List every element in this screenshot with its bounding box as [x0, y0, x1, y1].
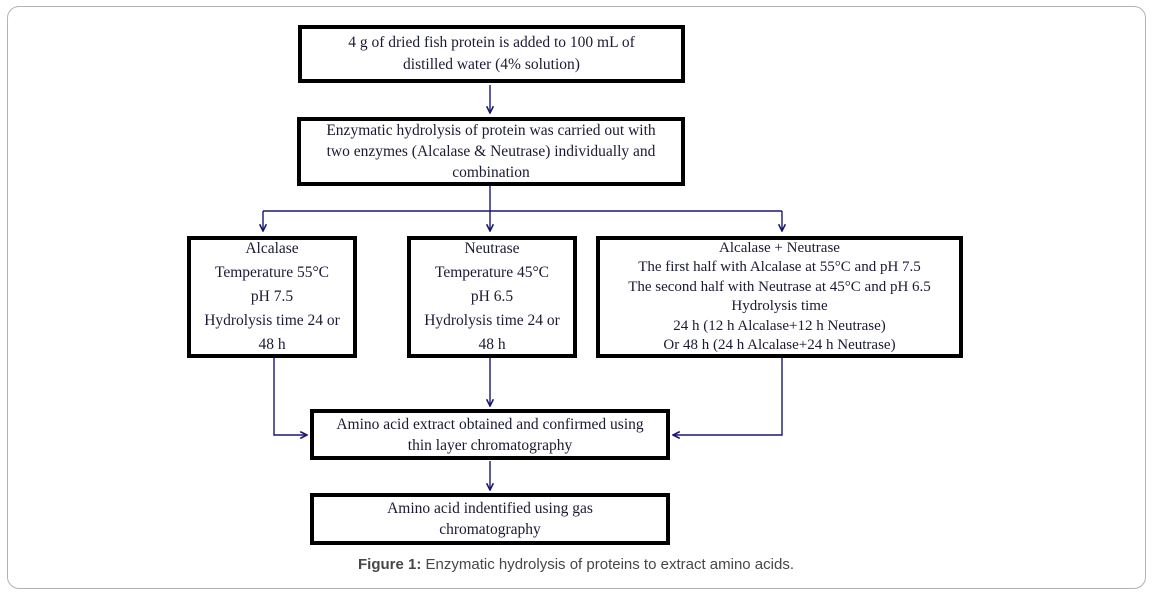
arrow-alcalase-to-tlc	[273, 358, 307, 435]
flow-node-alcalase-text: Alcalase Temperature 55°C pH 7.5 Hydroly…	[204, 240, 340, 353]
flow-node-tlc-confirmation: Amino acid extract obtained and confirme…	[310, 409, 670, 460]
flow-node-sample-prep-text: 4 g of dried fish protein is added to 10…	[348, 34, 635, 73]
figure-caption-text: Enzymatic hydrolysis of proteins to extr…	[421, 556, 795, 573]
flow-node-combined-text: Alcalase + Neutrase The first half with …	[628, 239, 931, 354]
flow-node-alcalase: Alcalase Temperature 55°C pH 7.5 Hydroly…	[187, 236, 357, 358]
flow-node-gc-identification-text: Amino acid indentified using gas chromat…	[387, 500, 593, 538]
flow-node-tlc-confirmation-text: Amino acid extract obtained and confirme…	[336, 415, 644, 454]
flow-node-hydrolysis-text: Enzymatic hydrolysis of protein was carr…	[326, 122, 656, 181]
arrow-combined-to-tlc	[673, 358, 783, 435]
flow-node-sample-prep: 4 g of dried fish protein is added to 10…	[298, 25, 685, 83]
figure-caption-label: Figure 1:	[358, 556, 422, 573]
figure-caption: Figure 1: Enzymatic hydrolysis of protei…	[0, 556, 1152, 573]
flow-node-gc-identification: Amino acid indentified using gas chromat…	[310, 493, 670, 545]
flow-node-combined: Alcalase + Neutrase The first half with …	[596, 236, 963, 358]
flow-node-neutrase-text: Neutrase Temperature 45°C pH 6.5 Hydroly…	[424, 240, 560, 353]
flow-node-hydrolysis: Enzymatic hydrolysis of protein was carr…	[297, 117, 685, 186]
flow-node-neutrase: Neutrase Temperature 45°C pH 6.5 Hydroly…	[407, 236, 577, 358]
